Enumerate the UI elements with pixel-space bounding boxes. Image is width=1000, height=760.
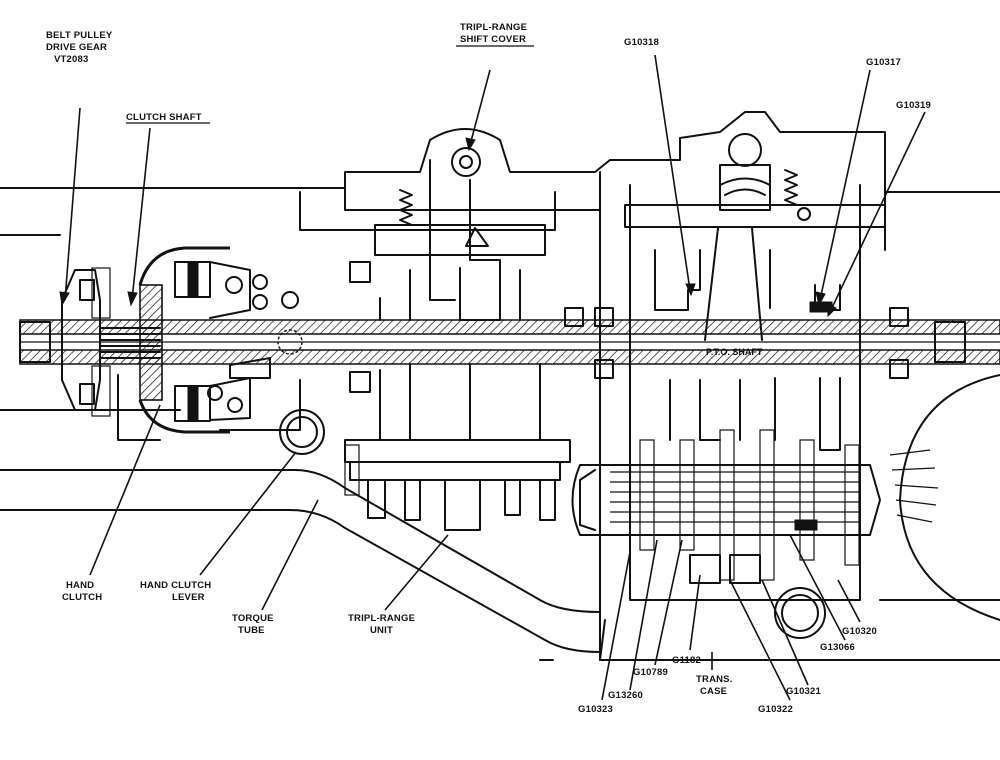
hand-clutch-lever-label-line-1: HAND CLUTCH [140, 580, 211, 591]
part-g13260-label: G13260 [608, 690, 643, 701]
shift-cover-label-line-2: SHIFT COVER [460, 34, 526, 45]
part-g13066-label: G13066 [820, 642, 855, 653]
part-g10323-label: G10323 [578, 704, 613, 715]
tripl-range-unit-label-line-1: TRIPL-RANGE [348, 613, 415, 624]
belt-pulley-label-line-2: DRIVE GEAR [46, 42, 107, 53]
tripl-range-unit-label-line-2: UNIT [370, 625, 393, 636]
part-g10322-label: G10322 [758, 704, 793, 715]
part-g10319-label: G10319 [896, 100, 931, 111]
trans-case-label-line-1: TRANS. [696, 674, 733, 685]
belt-pulley-label-line-1: BELT PULLEY [46, 30, 113, 41]
callout-labels: BELT PULLEY DRIVE GEAR VT2083 CLUTCH SHA… [46, 22, 931, 715]
part-g10320-label: G10320 [842, 626, 877, 637]
torque-tube-label-line-2: TUBE [238, 625, 265, 636]
leader-lines [59, 54, 926, 701]
belt-pulley-gear [61, 267, 111, 417]
hand-clutch-label-line-1: HAND [66, 580, 94, 591]
part-g10318-label: G10318 [624, 37, 659, 48]
trans-case-label-line-2: CASE [700, 686, 727, 697]
tripl-range-unit [344, 147, 571, 531]
hand-clutch-lever-ring [279, 409, 325, 455]
hand-clutch-label-line-2: CLUTCH [62, 592, 102, 603]
clutch-shaft-label: CLUTCH SHAFT [126, 112, 202, 123]
part-g1182-label: G1182 [672, 655, 701, 666]
transmission-gears [539, 133, 1000, 661]
part-g10321-label: G10321 [786, 686, 822, 697]
part-g10317-label: G10317 [866, 57, 901, 68]
pto-shaft-label: P.T.O. SHAFT [706, 347, 763, 357]
main-shaft [19, 319, 1000, 365]
clutch-assembly [99, 246, 299, 434]
shift-cover-label-line-1: TRIPL-RANGE [460, 22, 527, 33]
torque-tube-label-line-1: TORQUE [232, 613, 274, 624]
hand-clutch-lever-label-line-2: LEVER [172, 592, 205, 603]
belt-pulley-label-line-3: VT2083 [54, 54, 88, 65]
part-g10789-label: G10789 [633, 667, 668, 678]
